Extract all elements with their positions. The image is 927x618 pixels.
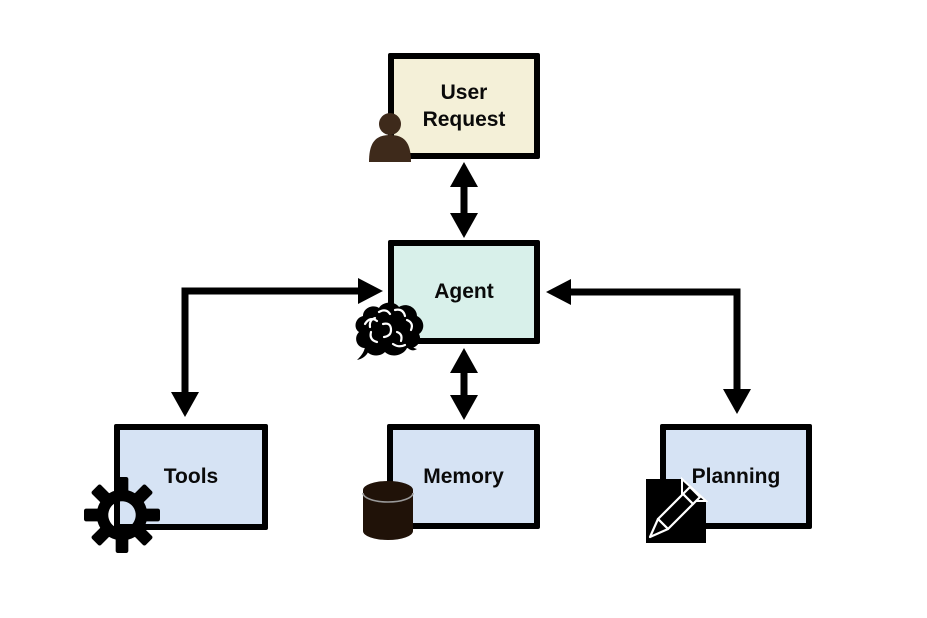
- person-icon: [369, 113, 411, 162]
- document-pencil-icon: [646, 476, 708, 543]
- node-agent: Agent: [388, 240, 540, 344]
- node-user-request: User Request: [388, 53, 540, 159]
- node-memory-label: Memory: [423, 464, 504, 488]
- node-agent-label: Agent: [434, 280, 494, 304]
- node-user-request-label: User Request: [422, 80, 506, 131]
- gear-icon: [84, 477, 160, 553]
- brain-icon: [355, 302, 424, 360]
- node-tools-label: Tools: [163, 465, 219, 489]
- edge-agent-planning: [546, 279, 751, 414]
- edge-agent-tools: [171, 278, 383, 417]
- edge-user-request-agent: [450, 162, 478, 238]
- node-planning-label: Planning: [691, 464, 781, 488]
- database-icon: [362, 481, 414, 540]
- edge-agent-memory: [450, 348, 478, 420]
